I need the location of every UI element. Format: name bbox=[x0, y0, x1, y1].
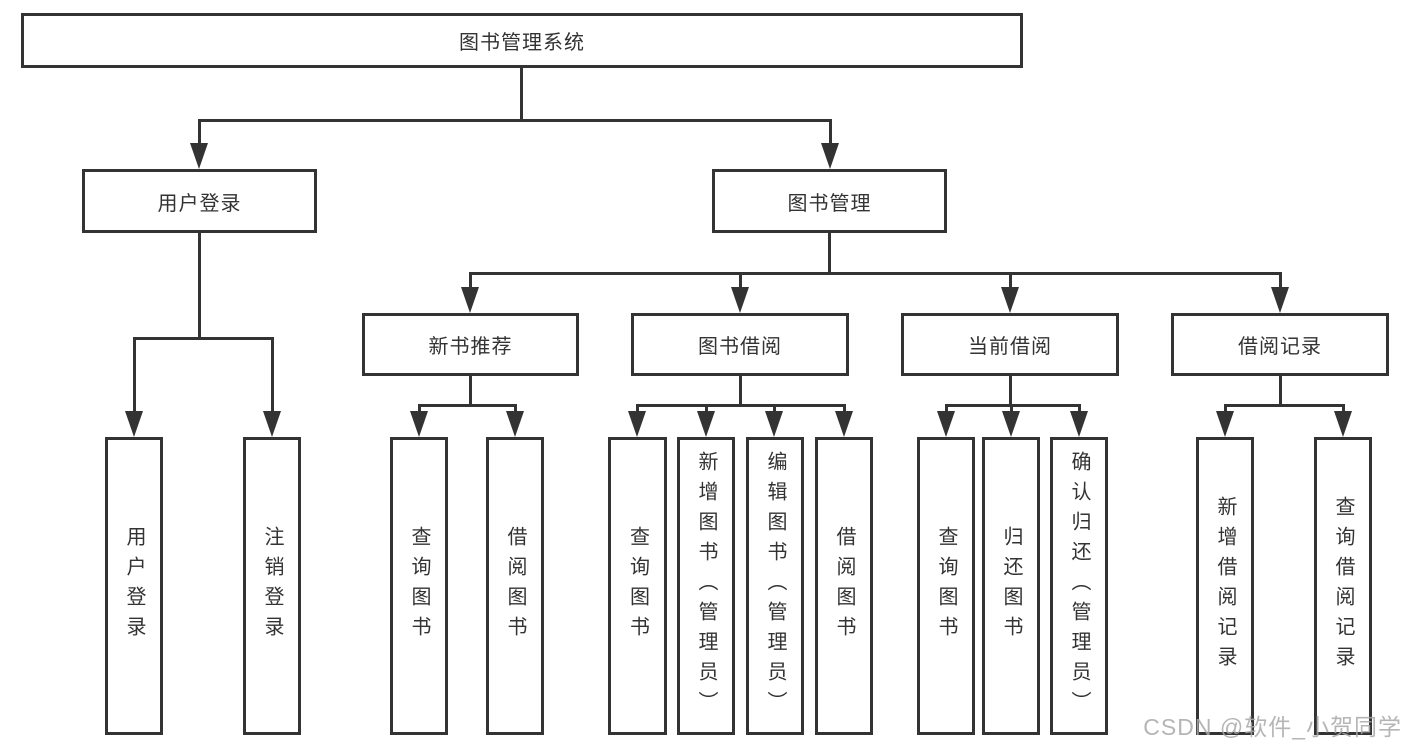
arrowhead-bb-edit bbox=[765, 411, 783, 437]
connector-borrow-records-shaft bbox=[1279, 272, 1282, 289]
leaf-label: 编辑图书（管理员） bbox=[764, 451, 786, 721]
connector-current-borrow-bar bbox=[945, 404, 1081, 407]
connector-borrow-records-bar bbox=[1224, 404, 1345, 407]
node-user-login: 用户登录 bbox=[82, 169, 317, 233]
leaf-label: 用户登录 bbox=[123, 526, 145, 646]
leaf-label: 新增借阅记录 bbox=[1214, 496, 1236, 676]
connector-user-login-shaft bbox=[198, 119, 201, 145]
leaf-label: 查询图书 bbox=[626, 526, 649, 646]
connector-cb-query-shaft bbox=[945, 404, 948, 414]
leaf-cb-query-books: 查询图书 bbox=[917, 437, 975, 735]
leaf-label: 注销登录 bbox=[261, 526, 283, 646]
leaf-cb-confirm-return-admin: 确认归还（管理员） bbox=[1050, 437, 1108, 735]
arrowhead-book-mgmt bbox=[821, 143, 839, 169]
node-label: 新书推荐 bbox=[428, 336, 513, 358]
leaf-label: 查询图书 bbox=[935, 526, 957, 646]
arrowhead-nb-query bbox=[410, 411, 428, 437]
node-label: 当前借阅 bbox=[968, 336, 1052, 358]
watermark-text: CSDN @软件_小贺同学 bbox=[1143, 714, 1402, 740]
leaf-label: 查询图书 bbox=[408, 526, 430, 646]
node-label: 图书管理系统 bbox=[459, 32, 585, 54]
arrowhead-nb-borrow bbox=[506, 411, 524, 437]
arrowhead-br-query bbox=[1334, 411, 1352, 437]
arrowhead-current-borrow bbox=[1001, 287, 1019, 313]
arrowhead-user-login bbox=[190, 143, 208, 169]
leaf-bb-add-books-admin: 新增图书（管理员） bbox=[677, 437, 735, 735]
leaf-nb-query-books: 查询图书 bbox=[390, 437, 448, 735]
node-current-borrow: 当前借阅 bbox=[901, 313, 1119, 376]
node-label: 借阅记录 bbox=[1238, 336, 1322, 358]
leaf-br-add-record: 新增借阅记录 bbox=[1196, 437, 1254, 735]
connector-new-book-bar bbox=[418, 404, 517, 407]
connector-book-borrow-shaft bbox=[739, 272, 742, 289]
node-label: 用户登录 bbox=[157, 192, 242, 215]
connector-bb-borrow-shaft bbox=[843, 404, 846, 414]
arrowhead-bb-add bbox=[697, 411, 715, 437]
leaf-label: 查询借阅记录 bbox=[1332, 496, 1354, 676]
leaf-bb-borrow-books: 借阅图书 bbox=[815, 437, 873, 735]
node-borrow-records: 借阅记录 bbox=[1171, 313, 1389, 376]
leaf-br-query-record: 查询借阅记录 bbox=[1314, 437, 1372, 735]
connector-nb-query-shaft bbox=[418, 404, 421, 414]
connector-book-mgmt-bar bbox=[469, 272, 1282, 275]
connector-book-mgmt-stem bbox=[828, 233, 831, 275]
connector-leaf-logout-shaft bbox=[271, 337, 274, 413]
arrowhead-new-book bbox=[461, 287, 479, 313]
arrowhead-cb-confirm bbox=[1070, 411, 1088, 437]
leaf-cb-return-books: 归还图书 bbox=[982, 437, 1040, 735]
arrowhead-leaf-login bbox=[125, 411, 143, 437]
connector-user-login-stem bbox=[198, 233, 201, 340]
leaf-label: 借阅图书 bbox=[833, 526, 855, 646]
leaf-label: 确认归还（管理员） bbox=[1068, 451, 1090, 721]
connector-user-login-bar bbox=[133, 337, 274, 340]
arrowhead-bb-query bbox=[628, 411, 646, 437]
connector-root-bar bbox=[198, 119, 832, 122]
connector-book-borrow-stem bbox=[739, 376, 742, 407]
leaf-user-login: 用户登录 bbox=[105, 437, 163, 735]
node-label: 图书借阅 bbox=[698, 336, 782, 358]
connector-br-query-shaft bbox=[1342, 404, 1345, 414]
leaf-label: 借阅图书 bbox=[504, 526, 526, 646]
connector-bb-add-shaft bbox=[705, 404, 708, 414]
leaf-logout: 注销登录 bbox=[243, 437, 301, 735]
arrowhead-borrow-records bbox=[1271, 287, 1289, 313]
connector-new-book-shaft bbox=[469, 272, 472, 289]
arrowhead-cb-query bbox=[937, 411, 955, 437]
connector-book-borrow-bar bbox=[636, 404, 846, 407]
connector-nb-borrow-shaft bbox=[514, 404, 517, 414]
connector-root-stem bbox=[520, 68, 523, 122]
leaf-bb-query-books: 查询图书 bbox=[608, 437, 667, 735]
node-book-management: 图书管理 bbox=[712, 169, 947, 233]
node-label: 图书管理 bbox=[787, 192, 872, 215]
connector-leaf-login-shaft bbox=[133, 337, 136, 413]
leaf-label: 归还图书 bbox=[1000, 526, 1022, 646]
leaf-bb-edit-books-admin: 编辑图书（管理员） bbox=[746, 437, 804, 735]
connector-borrow-records-stem bbox=[1279, 376, 1282, 407]
arrowhead-br-add bbox=[1216, 411, 1234, 437]
arrowhead-bb-borrow bbox=[835, 411, 853, 437]
connector-new-book-stem bbox=[469, 376, 472, 407]
arrowhead-leaf-logout bbox=[263, 411, 281, 437]
connector-br-add-shaft bbox=[1224, 404, 1227, 414]
connector-bb-edit-shaft bbox=[773, 404, 776, 414]
arrowhead-book-borrow bbox=[731, 287, 749, 313]
connector-cb-return-shaft bbox=[1010, 404, 1013, 414]
node-new-book-recommend: 新书推荐 bbox=[362, 313, 579, 376]
node-library-management-system: 图书管理系统 bbox=[21, 13, 1023, 68]
arrowhead-cb-return bbox=[1002, 411, 1020, 437]
connector-cb-confirm-shaft bbox=[1078, 404, 1081, 414]
leaf-nb-borrow-books: 借阅图书 bbox=[486, 437, 544, 735]
connector-current-borrow-shaft bbox=[1009, 272, 1012, 289]
connector-bb-query-shaft bbox=[636, 404, 639, 414]
node-book-borrow: 图书借阅 bbox=[631, 313, 849, 376]
connector-book-mgmt-shaft bbox=[829, 119, 832, 145]
connector-current-borrow-stem bbox=[1009, 376, 1012, 407]
leaf-label: 新增图书（管理员） bbox=[695, 451, 717, 721]
